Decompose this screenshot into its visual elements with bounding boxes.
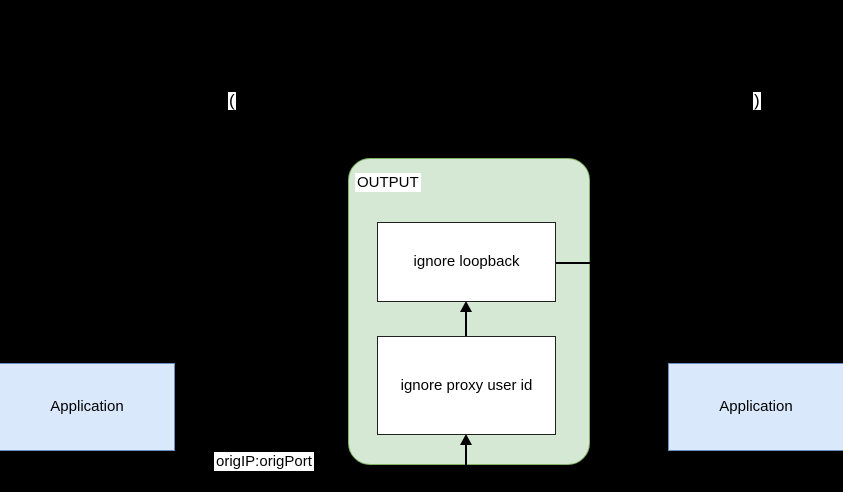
app-box-left-label: Application [50, 398, 124, 415]
app-box-left[interactable]: Application [0, 363, 175, 451]
node-ignore-proxy-user-id[interactable]: ignore proxy user id [377, 336, 556, 435]
edge-label-origip-origport: origIP:origPort [214, 452, 314, 472]
inbound-bottom-arrowhead [460, 434, 472, 445]
output-group-label: OUTPUT [355, 173, 421, 193]
node-ignore-loopback[interactable]: ignore loopback [377, 222, 556, 302]
proxy-to-loopback-arrowhead [460, 301, 472, 312]
inbound-bottom-line [465, 443, 467, 492]
loopback-output-connector [556, 262, 592, 264]
proxy-to-loopback-line [465, 310, 467, 338]
open-paren-label: ( [228, 91, 236, 110]
close-paren-label: ) [753, 91, 761, 110]
app-box-right[interactable]: Application [668, 363, 843, 451]
app-box-right-label: Application [719, 398, 793, 415]
node-ignore-loopback-label: ignore loopback [413, 253, 520, 270]
node-ignore-proxy-user-id-label: ignore proxy user id [400, 376, 533, 394]
